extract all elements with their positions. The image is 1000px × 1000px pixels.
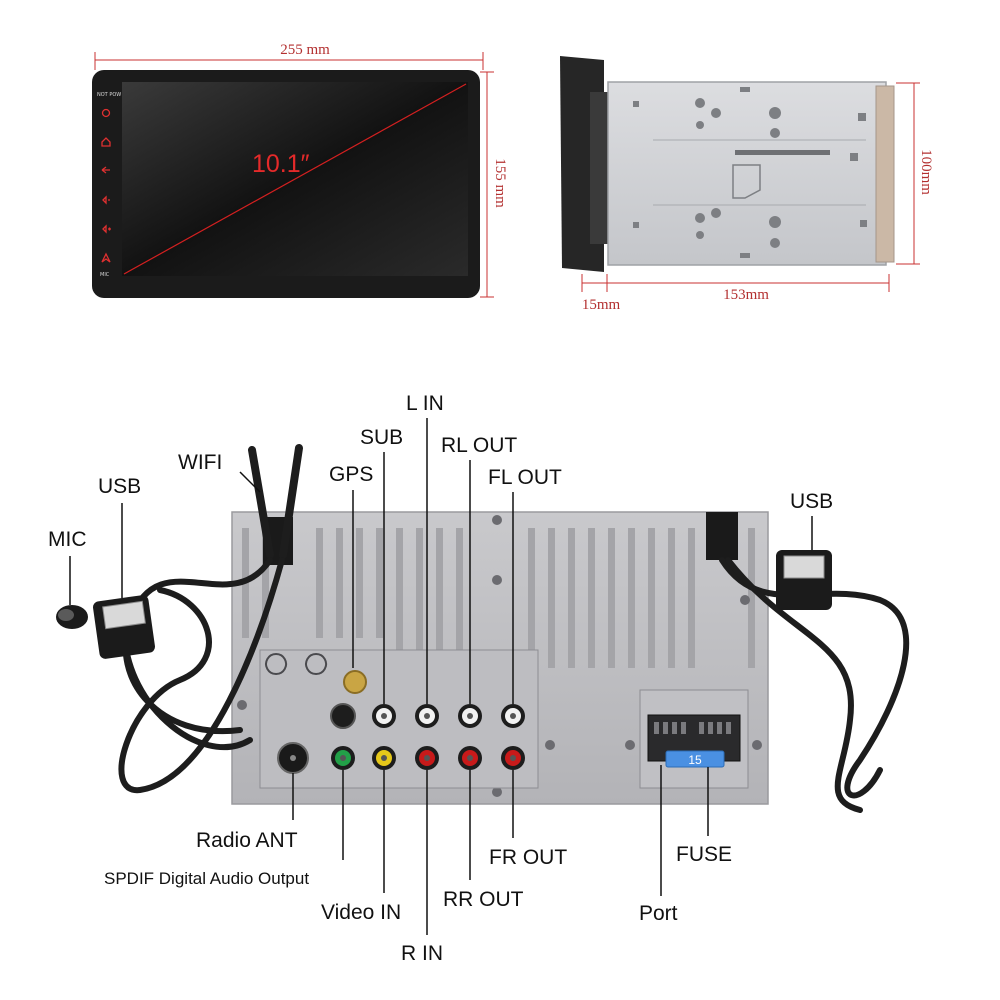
chassis-height-label: 100mm: [918, 149, 934, 195]
usb-cable-block-right: [706, 512, 738, 560]
wifi-label: WIFI: [178, 451, 222, 474]
chassis-tab: [732, 164, 761, 199]
right-usb-socket: [783, 555, 825, 579]
chassis-details: [633, 87, 867, 258]
right-cable-2: [725, 557, 863, 813]
l-in-label: L IN: [406, 392, 444, 415]
mic-label: MIC: [48, 528, 87, 551]
width-dimension: [94, 52, 484, 70]
harness-pins: [654, 722, 731, 734]
height-dimension-label: 155 mm: [492, 158, 508, 208]
wifi-antenna-2: [279, 444, 303, 559]
volume-down-icon: [102, 195, 110, 205]
chassis-rear-plate: [875, 85, 895, 263]
radio-antenna-pin: [290, 755, 296, 761]
rca-row-upper: [372, 704, 525, 728]
home-icon: [101, 137, 111, 147]
side-buttons: [101, 108, 111, 263]
chassis-height-dimension: [896, 82, 920, 265]
power-icon: [101, 108, 111, 118]
rear-panel: 15: [231, 511, 769, 805]
fr-out-label: FR OUT: [489, 846, 567, 869]
depth-dimension: [581, 274, 890, 292]
usb-left-label: USB: [98, 475, 141, 498]
fuse-value: 15: [688, 753, 702, 767]
side-view: 100mm 15mm 153mm: [560, 56, 934, 313]
gps-port-right: [305, 653, 328, 675]
radio-ant-label: Radio ANT: [196, 829, 298, 852]
sub-label: SUB: [360, 426, 403, 449]
screen-diagonal-line: [123, 83, 467, 275]
right-usb-plug: [776, 550, 832, 610]
left-usb-socket: [102, 600, 146, 630]
height-dimension: [480, 71, 494, 298]
mic-key-label: MIC: [100, 272, 110, 278]
gps-connector: [343, 670, 367, 694]
left-usb-plug: [93, 595, 155, 659]
sub-connector: [330, 703, 356, 729]
port-label: Port: [639, 902, 678, 925]
fuse-label: FUSE: [676, 843, 732, 866]
mic-plug: [56, 605, 88, 629]
wifi-antenna-1: [248, 446, 274, 559]
chassis-body: [607, 81, 887, 266]
width-dimension-label: 255 mm: [280, 42, 330, 58]
rr-out-label: RR OUT: [443, 888, 524, 911]
rca-row-lower: [331, 746, 525, 770]
chassis-slot: [735, 150, 830, 155]
navigation-icon: [101, 252, 111, 263]
power-key-label: NOT POW: [97, 92, 121, 98]
front-view: 255 mm 155 mm 10.1″ NOT POW MIC: [92, 42, 508, 298]
fuse-body: [665, 750, 725, 768]
left-cable-2: [118, 557, 285, 794]
r-in-label: R IN: [401, 942, 443, 965]
usb-right-label: USB: [790, 490, 833, 513]
gps-label: GPS: [329, 463, 373, 486]
volume-up-icon: [102, 224, 111, 234]
video-in-label: Video IN: [321, 901, 401, 924]
front-depth-label: 15mm: [582, 297, 621, 313]
back-icon: [101, 166, 110, 174]
gps-port-left: [265, 653, 288, 675]
callout-labels: MIC USB WIFI GPS SUB L IN RL OUT FL OUT …: [48, 392, 833, 965]
body-depth-label: 153mm: [723, 287, 769, 303]
spdif-label: SPDIF Digital Audio Output: [104, 869, 309, 888]
side-bracket: [590, 92, 612, 244]
wifi-leader: [239, 471, 261, 493]
fl-out-label: FL OUT: [488, 466, 562, 489]
screen-diagonal-label: 10.1″: [252, 150, 310, 178]
callout-lines: [69, 418, 813, 935]
rl-out-label: RL OUT: [441, 434, 517, 457]
